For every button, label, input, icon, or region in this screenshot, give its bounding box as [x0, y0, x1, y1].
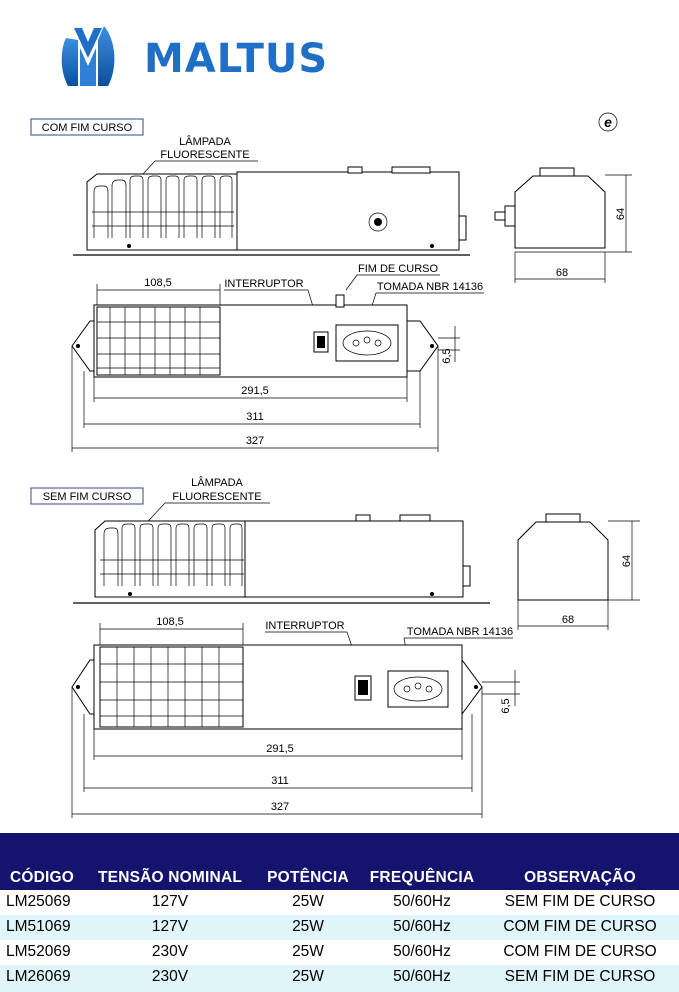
cell-frequencia: 50/60Hz	[393, 943, 451, 960]
cell-frequencia: 50/60Hz	[393, 893, 451, 910]
tag-sem-box	[30, 487, 144, 505]
dim-com-mid: 311	[246, 411, 264, 423]
logo-symbol	[61, 26, 115, 86]
dim-sem-width: 68	[562, 614, 574, 626]
table-row: LM26069 230V 25W 50/60Hz SEM FIM DE CURS…	[0, 965, 679, 992]
cell-codigo: LM25069	[6, 893, 71, 910]
side-view-sem	[73, 514, 490, 604]
cell-observacao: COM FIM DE CURSO	[503, 918, 657, 935]
cell-codigo: LM52069	[6, 943, 71, 960]
dim-com-grille: 108,5	[144, 277, 172, 289]
label-com-socket: TOMADA NBR 14136	[377, 281, 483, 293]
cell-observacao: SEM FIM DE CURSO	[504, 968, 656, 985]
tag-com-box	[30, 118, 144, 136]
label-lamp-2: FLUORESCENTE	[160, 149, 249, 161]
cell-potencia: 25W	[292, 968, 324, 985]
label-sem-socket: TOMADA NBR 14136	[407, 626, 513, 638]
top-view-sem	[71, 644, 520, 730]
cell-tensao: 127V	[151, 893, 189, 910]
top-view-com	[71, 294, 460, 378]
label-sem-lamp-1: LÂMPADA	[191, 476, 243, 489]
col-header-tensao: TENSÃO NOMINAL	[97, 869, 243, 886]
cell-potencia: 25W	[292, 943, 324, 960]
dim-sem-height: 64	[621, 555, 633, 567]
dim-sem-mid: 311	[271, 775, 289, 787]
brand-name: MALTUS	[144, 36, 328, 82]
cell-potencia: 25W	[292, 918, 324, 935]
cell-tensao: 230V	[151, 943, 189, 960]
cell-frequencia: 50/60Hz	[393, 918, 451, 935]
dim-sem-total: 327	[271, 801, 289, 813]
table-row: LM51069 127V 25W 50/60Hz COM FIM DE CURS…	[0, 915, 679, 940]
end-view-com	[494, 167, 632, 283]
label-sem-switch: INTERRUPTOR	[265, 620, 344, 632]
dim-com-hole: 6,5	[441, 348, 453, 363]
tag-sem-fim-curso: SEM FIM CURSO	[43, 491, 132, 503]
table-row: LM25069 127V 25W 50/60Hz SEM FIM DE CURS…	[0, 890, 679, 915]
label-lamp-1: LÂMPADA	[179, 135, 231, 148]
dim-com-height: 64	[615, 208, 627, 220]
side-view-com	[73, 166, 470, 256]
badge-circle	[598, 112, 618, 132]
dim-sem-hole: 6,5	[500, 698, 512, 713]
table-row: LM52069 230V 25W 50/60Hz COM FIM DE CURS…	[0, 940, 679, 965]
cell-frequencia: 50/60Hz	[393, 968, 451, 985]
cell-observacao: COM FIM DE CURSO	[503, 943, 657, 960]
col-header-codigo: CÓDIGO	[9, 869, 75, 886]
cell-tensao: 127V	[151, 918, 189, 935]
technical-drawing: COM FIM CURSO e LÂMPADA FLUORESCENTE	[30, 112, 640, 818]
cell-codigo: LM51069	[6, 918, 71, 935]
label-sem-lamp-2: FLUORESCENTE	[172, 491, 261, 503]
dim-com-width: 68	[556, 267, 568, 279]
cell-tensao: 230V	[151, 968, 189, 985]
col-header-potencia: POTÊNCIA	[267, 869, 349, 886]
label-com-switch: INTERRUPTOR	[224, 278, 303, 290]
cell-potencia: 25W	[292, 893, 324, 910]
spec-table-header: CÓDIGO TENSÃO NOMINAL POTÊNCIA FREQUÊNCI…	[0, 833, 679, 890]
end-view-sem	[517, 513, 640, 630]
col-header-frequencia: FREQUÊNCIA	[369, 869, 475, 886]
label-com-limit-switch: FIM DE CURSO	[358, 263, 439, 275]
dim-com-total: 327	[246, 435, 264, 447]
dim-sem-body: 291,5	[266, 743, 294, 755]
badge-e: e	[604, 114, 612, 130]
tag-com-fim-curso: COM FIM CURSO	[42, 122, 133, 134]
maltus-logo: MALTUS	[61, 26, 328, 86]
dim-sem-grille: 108,5	[156, 616, 184, 628]
col-header-observacao: OBSERVAÇÃO	[524, 869, 636, 886]
dim-com-body: 291,5	[241, 385, 269, 397]
cell-codigo: LM26069	[6, 968, 71, 985]
cell-observacao: SEM FIM DE CURSO	[504, 893, 656, 910]
